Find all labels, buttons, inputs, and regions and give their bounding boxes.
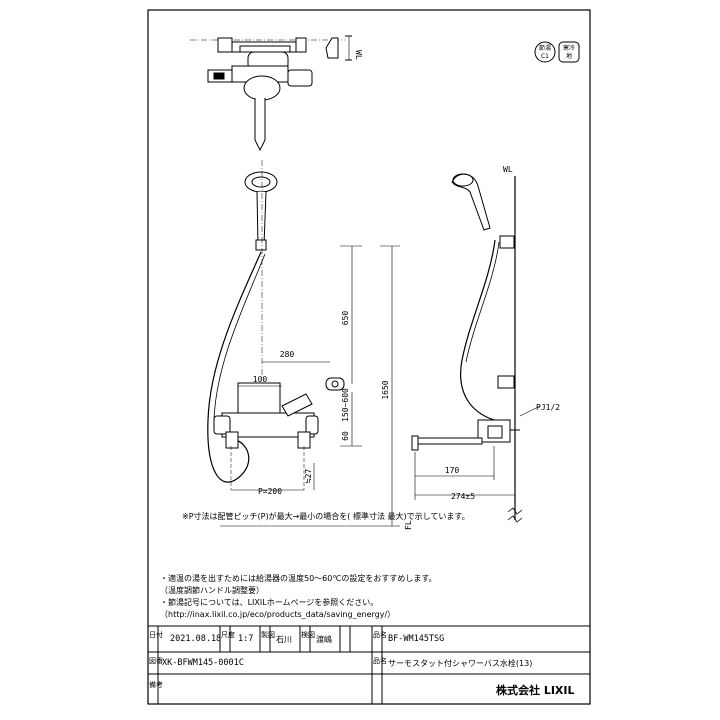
- check-value: 渡嶋: [316, 635, 332, 644]
- product-code: BF-WM145TSG: [388, 634, 445, 644]
- dim-150-600: 150~600: [341, 388, 350, 422]
- product-name: サーモスタット付シャワーバス水栓(13): [388, 659, 533, 668]
- dim-280: 280: [280, 350, 295, 359]
- note-2: （温度調節ハンドル調整要）: [160, 586, 264, 595]
- cold-region-badge: [558, 41, 580, 63]
- floor-break: [507, 507, 523, 523]
- side-wl-label: WL: [503, 165, 513, 174]
- badges: [534, 41, 580, 63]
- sheet-border: [147, 9, 591, 705]
- note-3: ・節湯記号については、LIXILホームページを参照ください。: [160, 598, 379, 607]
- product-code-label: 品名: [373, 631, 387, 639]
- dim-650: 650: [341, 311, 350, 326]
- dim-27: ≒27: [304, 469, 313, 484]
- dim-1650: 1650: [381, 380, 390, 399]
- title-block-grid: [148, 625, 590, 704]
- remarks-label: 備考: [149, 681, 163, 689]
- side-dimension-lines: [414, 405, 541, 500]
- caption-note: ※P寸法は配管ピッチ(P)が最大→最小の場合を( 標準寸法 最大)で示しています…: [182, 512, 470, 521]
- drawing-no-label: 図番: [149, 657, 163, 665]
- note-1: ・適温の湯を出すためには給湯器の温度50～60℃の設定をおすすめします。: [160, 574, 437, 583]
- front-fl-label: FL: [404, 520, 413, 530]
- front-dimension-lines: [220, 245, 400, 527]
- drawn-label: 製図: [261, 631, 275, 639]
- saving-badge: [534, 41, 556, 63]
- dim-170: 170: [445, 466, 460, 475]
- faucet-top-view: [190, 35, 352, 152]
- faucet-front-view: [207, 160, 345, 490]
- date-value: 2021.08.18: [170, 634, 222, 644]
- pj-label: PJ1/2: [536, 403, 560, 412]
- scale-value: 1:7: [238, 634, 254, 644]
- note-4: （http://inax.lixil.co.jp/eco/products_da…: [160, 610, 396, 619]
- company-name: 株式会社 LIXIL: [496, 684, 575, 697]
- scale-label: 尺度: [221, 631, 235, 639]
- saving-badge-line1: 節湯: [539, 44, 551, 52]
- drawn-value: 石川: [276, 635, 292, 644]
- dim-100: 100: [253, 375, 268, 384]
- faucet-side-view: [411, 173, 520, 520]
- dim-60: 60: [341, 431, 350, 441]
- cold-badge-line2: 地: [566, 52, 572, 60]
- top-wl-label: WL: [354, 50, 363, 60]
- dim-274: 274±5: [451, 492, 475, 501]
- date-label: 日付: [149, 631, 163, 639]
- check-label: 検図: [301, 631, 315, 639]
- product-name-label: 品名: [373, 657, 387, 665]
- cold-badge-line1: 寒冷: [563, 44, 575, 52]
- drawing-no: XK-BFWM145-0001C: [162, 658, 244, 668]
- dim-pitch: P=200: [258, 487, 282, 496]
- saving-badge-line2: C1: [541, 53, 549, 60]
